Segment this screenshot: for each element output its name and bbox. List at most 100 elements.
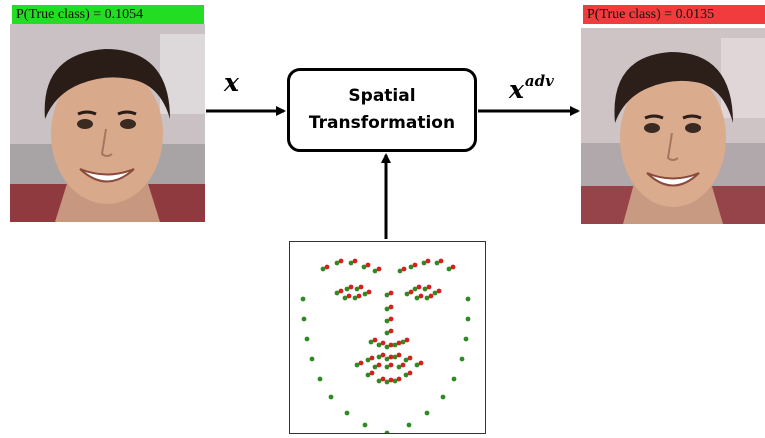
- landmark-dot-original: [424, 295, 430, 301]
- landmark-dot-original: [365, 372, 371, 378]
- landmark-dot-original: [384, 344, 390, 350]
- landmark-dot-perturbed: [365, 262, 371, 268]
- landmark-dot-original: [404, 291, 410, 297]
- landmark-dot-original: [317, 376, 323, 382]
- landmark-dot-perturbed: [425, 258, 431, 264]
- landmark-dot-perturbed: [388, 342, 394, 348]
- face-photo-adversarial-icon: [581, 28, 765, 224]
- landmark-dot-original: [384, 330, 390, 336]
- landmark-dot-perturbed: [388, 304, 394, 310]
- landmark-dot-perturbed: [418, 360, 424, 366]
- landmark-dot-original: [459, 356, 465, 362]
- landmark-dot-original: [309, 356, 315, 362]
- output-variable-base: x: [509, 75, 524, 104]
- spatial-transformation-block: Spatial Transformation: [287, 68, 477, 152]
- landmark-dot-original: [463, 336, 469, 342]
- landmark-dot-original: [384, 318, 390, 324]
- landmark-dot-original: [362, 422, 368, 428]
- landmark-dot-original: [384, 364, 390, 370]
- true-class-prob-label-original: P(True class) = 0.1054: [12, 5, 204, 24]
- landmark-dot-perturbed: [380, 352, 386, 358]
- landmark-dot-original: [408, 264, 414, 270]
- landmark-dot-original: [392, 378, 398, 384]
- facial-landmark-panel: [289, 241, 486, 436]
- landmark-dot-original: [412, 286, 418, 292]
- landmark-dot-perturbed: [412, 262, 418, 268]
- landmark-dot-original: [361, 264, 367, 270]
- true-class-prob-label-adversarial: P(True class) = 0.0135: [583, 5, 765, 24]
- landmark-dot-perturbed: [366, 289, 372, 295]
- landmark-dot-original: [421, 260, 427, 266]
- landmark-dot-original: [384, 356, 390, 362]
- landmark-dot-original: [396, 364, 402, 370]
- landmark-dot-perturbed: [346, 293, 352, 299]
- landmark-dot-perturbed: [380, 376, 386, 382]
- landmark-dot-perturbed: [400, 362, 406, 368]
- landmark-dot-original: [334, 290, 340, 296]
- landmark-dot-perturbed: [388, 316, 394, 322]
- landmark-dot-original: [451, 376, 457, 382]
- landmark-dot-perturbed: [348, 284, 354, 290]
- facial-landmark-grid-icon: [300, 258, 471, 436]
- landmark-dot-original: [392, 354, 398, 360]
- landmark-dot-perturbed: [352, 258, 358, 264]
- landmark-dot-original: [414, 295, 420, 301]
- landmark-dot-original: [372, 268, 378, 274]
- landmark-dot-perturbed: [388, 377, 394, 383]
- landmark-dot-perturbed: [380, 340, 386, 346]
- landmark-dot-original: [403, 372, 409, 378]
- landmark-dot-original: [365, 357, 371, 363]
- landmark-dot-perturbed: [356, 293, 362, 299]
- landmark-dot-original: [384, 306, 390, 312]
- landmark-dot-original: [348, 260, 354, 266]
- landmark-dot-original: [424, 410, 430, 416]
- landmark-dot-perturbed: [396, 376, 402, 382]
- landmark-dot-perturbed: [396, 340, 402, 346]
- landmark-dot-original: [397, 268, 403, 274]
- landmark-dot-original: [304, 336, 310, 342]
- landmark-dot-original: [328, 394, 334, 400]
- landmark-dot-perturbed: [426, 284, 432, 290]
- landmark-dot-perturbed: [388, 328, 394, 334]
- landmark-dot-original: [354, 286, 360, 292]
- landmark-dot-perturbed: [407, 355, 413, 361]
- landmark-dot-original: [372, 364, 378, 370]
- landmark-dot-perturbed: [369, 355, 375, 361]
- landmark-dot-perturbed: [369, 370, 375, 376]
- landmark-dot-original: [400, 339, 406, 345]
- landmark-dot-perturbed: [324, 264, 330, 270]
- landmark-dot-original: [446, 266, 452, 272]
- input-variable-label: x: [224, 68, 239, 97]
- landmark-dot-original: [384, 430, 390, 436]
- face-photo-original-icon: [10, 24, 205, 222]
- landmark-dot-original: [384, 292, 390, 298]
- landmark-dot-perturbed: [408, 289, 414, 295]
- landmark-dot-original: [368, 339, 374, 345]
- landmark-dot-original: [384, 379, 390, 385]
- landmark-dot-original: [344, 410, 350, 416]
- landmark-dot-perturbed: [428, 293, 434, 299]
- landmark-dot-original: [376, 342, 382, 348]
- output-variable-label: xadv: [509, 72, 554, 104]
- landmark-dot-original: [344, 286, 350, 292]
- landmark-dot-original: [334, 260, 340, 266]
- landmark-dot-original: [434, 260, 440, 266]
- landmark-dot-original: [376, 378, 382, 384]
- landmark-dot-original: [414, 362, 420, 368]
- landmark-dot-original: [376, 354, 382, 360]
- landmark-dot-original: [440, 394, 446, 400]
- spatial-transformation-label: Spatial Transformation: [308, 86, 456, 133]
- output-variable-superscript: adv: [524, 72, 554, 90]
- landmark-dot-original: [354, 362, 360, 368]
- landmark-dot-original: [300, 296, 306, 302]
- landmark-dot-perturbed: [358, 284, 364, 290]
- landmark-dot-perturbed: [376, 362, 382, 368]
- landmark-dot-perturbed: [372, 337, 378, 343]
- landmark-dot-perturbed: [338, 288, 344, 294]
- landmark-dot-original: [392, 342, 398, 348]
- landmark-dot-perturbed: [376, 266, 382, 272]
- landmark-dot-perturbed: [396, 352, 402, 358]
- landmark-dot-original: [406, 422, 412, 428]
- landmark-dot-perturbed: [404, 337, 410, 343]
